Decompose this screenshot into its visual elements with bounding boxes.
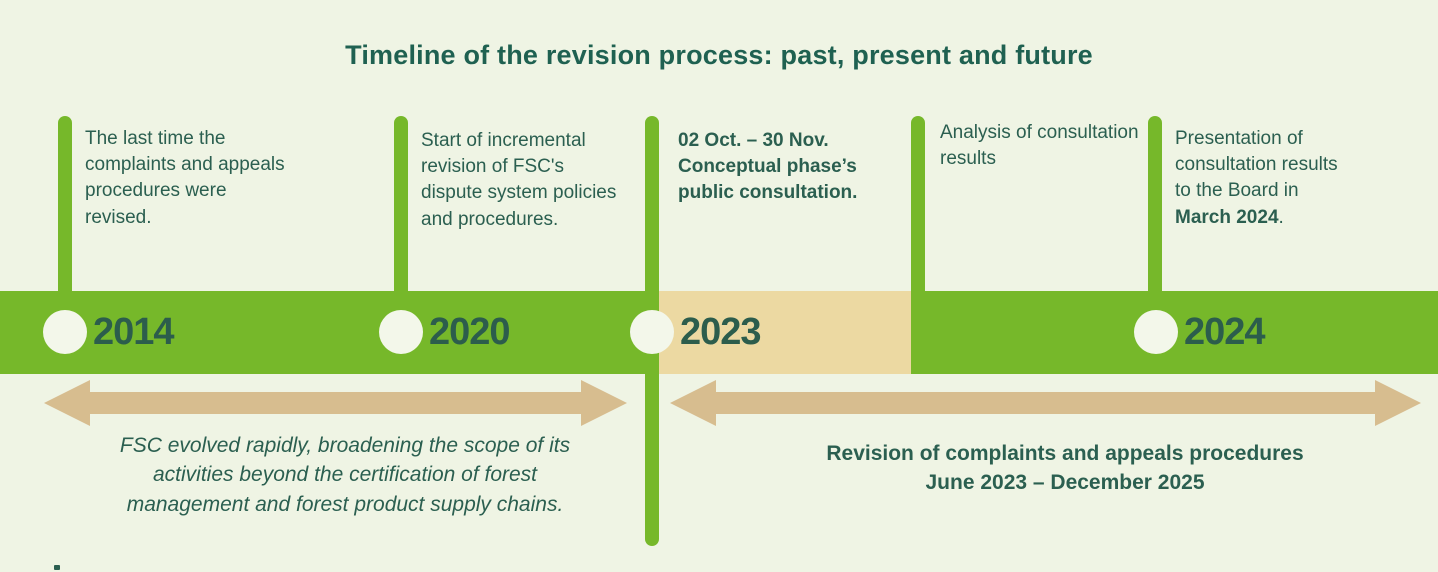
event-description-2024: Presentation of consultation results to … [1175,126,1347,231]
timeline-bar-2023-segment [652,291,911,374]
past-range-caption: FSC evolved rapidly, broadening the scop… [95,431,595,519]
cropped-text-fragment [54,565,60,570]
event-description-2014: The last time the complaints and appeals… [85,128,285,228]
year-marker-dot-2020 [379,310,423,354]
year-marker-dot-2014 [43,310,87,354]
event-description-2024-prefix: Presentation of consultation results to … [1175,128,1338,202]
past-range-caption-line1: FSC evolved rapidly, broadening the scop… [119,434,571,457]
event-description-2024-suffix: . [1278,206,1284,228]
year-label-2020: 2020 [429,311,511,353]
event-description-2024-emphasis: March 2024 [1175,206,1279,228]
past-range-caption-line3: management and forest product supply cha… [126,492,564,516]
stem-2020 [394,116,408,296]
page-title: Timeline of the revision process: past, … [345,40,1093,70]
year-label-2024: 2024 [1184,311,1266,353]
stem-2024 [1148,116,1162,296]
revision-range-caption-line1: Revision of complaints and appeals proce… [826,442,1304,465]
revision-range-caption-line2: June 2023 – December 2025 [925,471,1205,495]
revision-range-caption: Revision of complaints and appeals proce… [715,439,1415,498]
stem-analysis [911,116,925,296]
revision-range-arrow-icon [670,380,1421,426]
event-description-2020: Start of incremental revision of FSC's d… [421,130,617,230]
past-range-caption-line2: activities beyond the certification of f… [152,463,538,487]
event-description-analysis: Analysis of consultation results [940,122,1139,170]
year-marker-dot-2023 [630,310,674,354]
year-label-2014: 2014 [93,311,175,353]
event-description-2023: 02 Oct. – 30 Nov. Conceptual phase’s pub… [678,130,858,204]
past-range-arrow-icon [44,380,627,426]
stem-2014 [58,116,72,296]
year-marker-dot-2024 [1134,310,1178,354]
year-label-2023: 2023 [680,311,762,353]
